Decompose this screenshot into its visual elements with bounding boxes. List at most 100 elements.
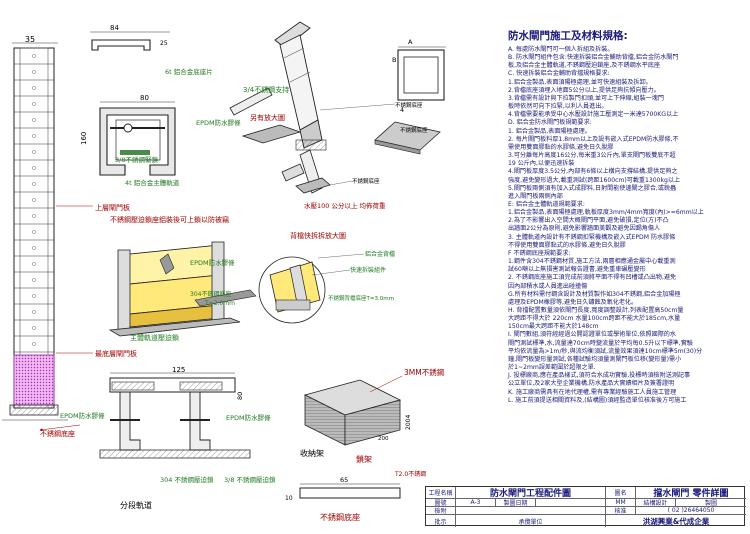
- unit-value: MM: [606, 499, 636, 507]
- label-38-lock-b: 3/8 不銹鋼壓迫鎖: [224, 475, 276, 484]
- design-label: 結構設計: [636, 499, 676, 507]
- label-epdm-3: EPDM防水膠條: [60, 411, 105, 420]
- label-ss-base-profile: 不銹鋼底座: [320, 512, 360, 522]
- stainless-base-section: [9, 404, 59, 416]
- spec-line: C. 快速拆裝鋁合金輔助背擋規格要求:: [508, 70, 610, 78]
- dim-80b: 80: [236, 392, 244, 400]
- spec-line: 19 公斤內,以便迅速拆裝: [508, 160, 575, 168]
- spec-line: D. 鋁合金防水閘門板規範要求:: [508, 119, 592, 127]
- spec-line: F 不銹鋼底座規範要求:: [508, 249, 571, 257]
- spec-line: G.所有材料需付鋼含設計及材質製作如304不銹鋼,鋁合金加陽極: [508, 290, 681, 298]
- spec-line: 強度,避免變形過大,載重測試(跨距1600cm)可載重1300kg以上: [508, 176, 681, 184]
- spec-line: 2.為了不影響出入空間大概閘門平面,避免破損,定位(方)不凸: [508, 217, 669, 225]
- spec-line: 1.鋼件含304不銹鋼材質,施工方法,兩層相應通金屬中心載重測: [508, 258, 676, 266]
- label-6t-base: 6t 鋁合金底座片: [165, 67, 213, 76]
- backstop-bracket-3d: 3/4不銹鋼支持 另有放大圖 不銹鋼底座: [229, 21, 423, 151]
- spec-line: 4.閘門板厚度3.5公分,內部有6條以上橫向支撐結構,提供足夠之: [508, 168, 678, 176]
- base-plate-profile: 84 25 6t 鋁合金底座片: [90, 24, 213, 76]
- spec-line: 5.閘門板兩側須有加入式成膠料,日射間能使邊閘之膠合,或銳蟲: [508, 184, 677, 192]
- label-304-base: 304不銹鋼底座: [190, 290, 231, 298]
- spec-line: 出牆面2公分為原則,避免影響牆面美觀及避免因踢角傷人: [508, 225, 661, 233]
- check-value: [456, 507, 606, 515]
- dim-B: B: [392, 56, 396, 64]
- segment-rail-section: 125 80 EPDM防水膠條 304 不銹鋼壓迫鎖 3/8 不銹鋼壓迫鎖 分段…: [99, 366, 276, 510]
- dim-2004: 2004: [405, 415, 412, 430]
- spec-line: 閘門測試標準,水,流量達70cm時變流量於平均每0.5升以下標準,實驗: [508, 339, 693, 347]
- title-block: 工程名稱 防水閘門工程配件圖 圖名 擋水閘門 零件詳圖 圖號 A-3 製圖日期 …: [425, 486, 746, 527]
- spec-title: 防水閘門施工及材料規格:: [508, 30, 628, 42]
- label-3mm-ss: 3MM不銹鋼: [404, 367, 444, 377]
- spec-text: 防水閘門施工及材料規格: A. 每處防水閘門可一個人拆組及拆裝。B. 防水閘門組…: [508, 30, 748, 405]
- label-see-zoom: 另有放大圖: [250, 113, 285, 122]
- dim-160: 160: [80, 132, 88, 145]
- stainless-base-profile: 65 10 不銹鋼底座: [285, 476, 401, 522]
- label-ss-base-1: 不銹鋼底座: [395, 101, 423, 109]
- spec-line: 1. 鋁合金製品,表面陽極處理。: [508, 127, 591, 135]
- spec-lines: A. 每處防水閘門可一個人拆組及拆裝。B. 防水閘門組件包含:快速拆裝鋁合金輔助…: [508, 46, 748, 405]
- sheet-name: 擋水閘門 零件詳圖: [636, 487, 746, 499]
- drawer-label: 製圖: [676, 499, 746, 507]
- label-lock-rack: 鎖架: [356, 454, 372, 464]
- label-water-pressure: 水壓100 公分以上 均佈荷重: [304, 201, 386, 210]
- approve-label: 核准: [606, 507, 636, 515]
- check-label: 檢附: [426, 507, 456, 515]
- gate-assembly-3d: EPDM防水膠條 304不銹鋼底座 T=2.0mm 主體軌道壓迫鎖: [108, 241, 257, 342]
- dim-200: 200: [378, 436, 389, 442]
- spec-line: 試60噸以上無損害測試報告證書,避免重車碾壓變形: [508, 266, 646, 274]
- dim-A: A: [408, 38, 413, 46]
- label-segment-rail: 分段軌道: [120, 500, 152, 510]
- label-epdm-1: EPDM防水膠條: [196, 118, 241, 127]
- spec-line: 1.鋁合金製品,表面須陽極處理,並可快速組裝及拆卸。: [508, 78, 652, 86]
- label-38-lock: 3/8不銹鋼緊鎖: [115, 155, 158, 164]
- dim-35: 35: [25, 35, 35, 44]
- spec-line: 不得使用雙面膠黏式的水膠條,避免日久脫膠: [508, 241, 626, 249]
- spec-line: 進入閘門板兩側內部: [508, 192, 563, 200]
- zoom-detail-circle: 鋁合金背檔 快速拆裝組件 不銹鋼背檔底座T=3.0mm: [258, 250, 395, 324]
- label-main-rail-lock: 主體軌道壓迫鎖: [130, 333, 179, 342]
- label-304-lock: 304 不銹鋼壓迫鎖: [160, 475, 214, 484]
- label-4t-rail: 4t 鋁合金主體軌道: [125, 178, 180, 187]
- label-epdm-4: EPDM防水膠條: [226, 413, 271, 422]
- box-section: A B 4: [392, 38, 446, 114]
- dim-10: 10: [285, 495, 293, 502]
- spec-line: 4.背檔需要能承受中心水壓設計施工壓測定一米達5700KG以上: [508, 111, 679, 119]
- dim-80: 80: [140, 94, 149, 102]
- spec-line: 大跨距不得大於 220cm 水量100cm跨距不能大於185cm,水量: [508, 315, 681, 323]
- spec-line: 鐘,閘門板變形量測試,各種試驗均須量測閘門板位移(變形量)需小: [508, 355, 682, 363]
- spec-line: 2. 每片閘門板料厚1.8mm以上及設有嵌入式EPDM防水膠條,不: [508, 135, 679, 143]
- spec-line: 3.可分離每片高度16公分,每米重3公斤內,單支閘門板雙底不超: [508, 152, 676, 160]
- spec-line: L. 施工前須提送相關資料及,(結構圖)須經監造單位核准後方可施工: [508, 396, 687, 404]
- epdm-seal-section: [13, 354, 55, 406]
- label-ss-base-2: 不銹鋼底座: [400, 126, 428, 134]
- spec-line: 需使用雙面膠黏的水膠條,避免日久脫膠: [508, 143, 614, 151]
- dim-125: 125: [172, 366, 185, 374]
- spec-line: 3. 主體軌道內設計有不銹鋼扣緊機構及嵌入式EPDM 防水膠條: [508, 233, 676, 241]
- spec-line: 平均依流量為>1m/秒,與流均衡須試,流量效果須達10cm標準5m(30)分: [508, 347, 703, 355]
- spec-line: E: 鋁合金主體軌道規範要求:: [508, 200, 585, 208]
- company-name: 洪湖興業&代成企業: [642, 516, 710, 526]
- spec-line: 公立單位,及2家大型企業機構,防水產品大實績相片及簽署證明: [508, 380, 675, 388]
- telephone: ( 02 )26464050: [636, 507, 746, 515]
- dim-25: 25: [160, 40, 168, 47]
- label-t2: T=2.0mm: [204, 300, 235, 307]
- spec-line: 板時依然可向下拉緊,以利人員進出。: [508, 103, 608, 111]
- dim-65: 65: [340, 476, 348, 484]
- label-ss-base-3: 不銹鋼底座: [352, 177, 380, 185]
- spec-line: A. 每處防水閘門可一個人拆組及拆裝。: [508, 46, 614, 53]
- spec-line: 板,及鋁合金主體軌道,不銹鋼壓迫鎖座,及不銹鋼水平底座: [508, 62, 661, 70]
- spec-line: 1.鋁合金製品,表面陽極處理,軌板厚度3mm/4mm寬度(內)>=6mm以上: [508, 209, 704, 217]
- label-ss-base-bottom: 不銹鋼底座: [40, 429, 75, 438]
- dim-4: 4: [400, 106, 404, 114]
- spec-line: 於1~2mm誤差範圍於超限之單.: [508, 364, 596, 372]
- spec-line: J. 投標廠商,應在產品樣式,須符合水成功實驗,投標時須檢附送測記事: [508, 372, 691, 380]
- spec-line: 處理及EPDM橡膠等,避免日久鏽蝕及氧化老化。: [508, 298, 638, 306]
- sheetname-label: 圖名: [606, 487, 636, 499]
- spec-line: K. 施工廠商需具有在地代理權,需有專業經驗施工人員施工管理: [508, 388, 677, 396]
- rail-clamp-section: 80 160 EPDM防水膠條 3/8不銹鋼緊鎖 4t 鋁合金主體軌道: [80, 94, 241, 187]
- contractor-label: 承攬單位: [456, 515, 606, 527]
- date-value: [536, 499, 606, 507]
- label-34-support: 3/4不銹鋼支持: [243, 85, 289, 94]
- spec-line: 150cm最大跨距不能大於148cm: [508, 323, 599, 331]
- label-epdm-2: EPDM防水膠條: [190, 258, 235, 267]
